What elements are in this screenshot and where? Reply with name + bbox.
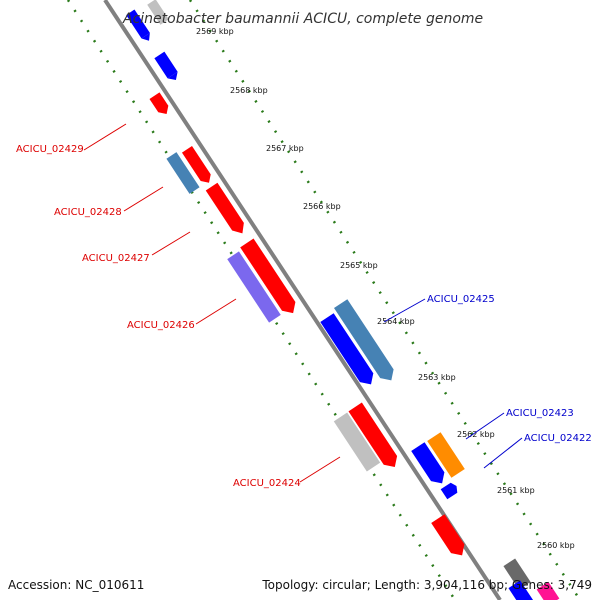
gene-label-acicu-02422[interactable]: ACICU_02422 — [524, 433, 592, 444]
ruler-label: 2567 kbp — [266, 144, 304, 153]
label-connector — [123, 186, 164, 212]
genome-summary-text: Topology: circular; Length: 3,904,116 bp… — [262, 578, 592, 592]
gene-label-acicu-02427[interactable]: ACICU_02427 — [82, 253, 150, 264]
gene-arrow[interactable] — [348, 402, 402, 472]
gene-arrow[interactable] — [126, 9, 153, 44]
label-connector — [465, 412, 505, 440]
ruler-label: 2566 kbp — [303, 202, 341, 211]
gene-acicu-02423[interactable] — [427, 432, 465, 478]
gene-acicu-02427[interactable] — [205, 182, 249, 237]
gene-arrow[interactable] — [508, 580, 536, 600]
label-connector — [83, 123, 127, 151]
gene-acicu-02425[interactable] — [333, 299, 398, 385]
gene-acicu-02424[interactable] — [333, 412, 381, 472]
ruler-label: 2568 kbp — [230, 86, 268, 95]
gene-acicu-02426[interactable] — [227, 251, 281, 323]
gene-label-acicu-02424[interactable]: ACICU_02424 — [233, 478, 301, 489]
ruler-label: 2561 kbp — [497, 486, 535, 495]
gene-arrow[interactable] — [536, 581, 560, 600]
ruler-label: 2563 kbp — [418, 373, 456, 382]
map-title: Acinetobacter baumannii ACICU, complete … — [122, 11, 483, 27]
ruler-label: 2565 kbp — [340, 261, 378, 270]
gene-acicu-02428[interactable] — [166, 152, 200, 194]
label-connector — [299, 456, 341, 483]
gene-arrow[interactable] — [503, 558, 531, 590]
ruler-label: 2564 kbp — [377, 317, 415, 326]
gene-arrow[interactable] — [440, 481, 460, 500]
gene-label-acicu-02426[interactable]: ACICU_02426 — [127, 320, 195, 331]
gene-label-acicu-02429[interactable]: ACICU_02429 — [16, 144, 84, 155]
gene-arrow[interactable] — [320, 313, 377, 389]
gene-label-acicu-02423[interactable]: ACICU_02423 — [506, 408, 574, 419]
gene-arrow[interactable] — [154, 51, 181, 84]
label-connector — [195, 298, 237, 325]
label-connector — [483, 437, 523, 469]
gene-arrow[interactable] — [147, 0, 169, 25]
gene-arrow[interactable] — [431, 514, 469, 560]
label-connector — [151, 231, 191, 256]
gene-acicu-02429[interactable] — [181, 146, 214, 186]
accession-text: Accession: NC_010611 — [8, 578, 145, 592]
ruler-label: 2560 kbp — [537, 541, 575, 550]
label-connector — [383, 298, 426, 323]
gene-label-acicu-02425[interactable]: ACICU_02425 — [427, 294, 495, 305]
ruler-label: 2562 kbp — [457, 430, 495, 439]
gene-arrow[interactable] — [149, 92, 171, 117]
genome-backbone — [103, 0, 502, 600]
ruler-label: 2569 kbp — [196, 27, 234, 36]
gene-acicu-02422[interactable] — [411, 442, 449, 488]
gene-label-acicu-02428[interactable]: ACICU_02428 — [54, 207, 122, 218]
gene-arrow[interactable] — [240, 238, 300, 318]
